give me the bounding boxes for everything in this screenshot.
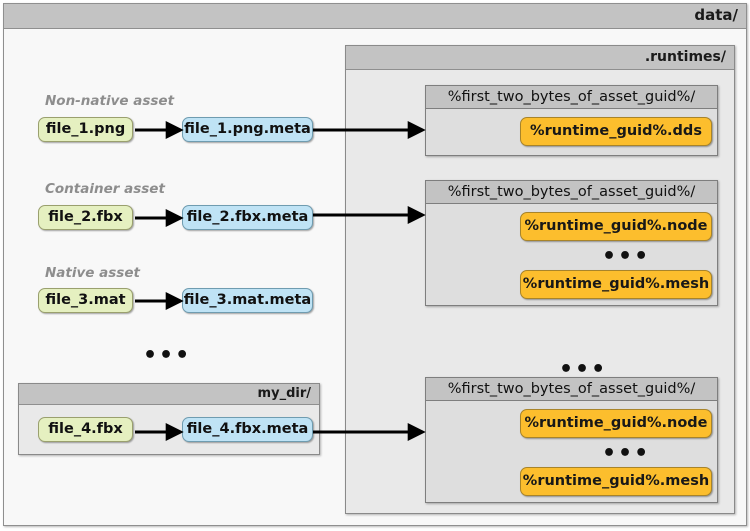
guid-folder-2: %first_two_bytes_of_asset_guid%/ %runtim…: [425, 180, 718, 306]
folder-data-title: data/: [4, 4, 746, 29]
folder-runtimes-title: .runtimes/: [346, 46, 734, 70]
label-native-asset: Native asset: [45, 265, 140, 281]
runtime-file-mesh-1[interactable]: %runtime_guid%.mesh: [520, 270, 712, 299]
folder-my-dir: my_dir/ file_4.fbx file_4.fbx.meta: [18, 383, 320, 455]
label-non-native-asset: Non-native asset: [45, 93, 175, 109]
asset-file-4[interactable]: file_4.fbx: [38, 417, 133, 442]
ellipsis-left-column: •••: [143, 343, 192, 368]
label-container-asset: Container asset: [45, 181, 165, 197]
runtime-file-node-1[interactable]: %runtime_guid%.node: [520, 212, 712, 241]
guid-folder-3-body: %runtime_guid%.node ••• %runtime_guid%.m…: [426, 401, 717, 502]
folder-my-dir-title: my_dir/: [19, 384, 319, 405]
ellipsis-runtimes: •••: [559, 357, 608, 382]
guid-folder-2-title: %first_two_bytes_of_asset_guid%/: [426, 181, 717, 204]
guid-folder-1-body: %runtime_guid%.dds: [426, 109, 717, 155]
guid-folder-1: %first_two_bytes_of_asset_guid%/ %runtim…: [425, 85, 718, 156]
runtime-file-node-2[interactable]: %runtime_guid%.node: [520, 409, 712, 438]
runtime-file-mesh-2[interactable]: %runtime_guid%.mesh: [520, 467, 712, 496]
guid-folder-2-body: %runtime_guid%.node ••• %runtime_guid%.m…: [426, 204, 717, 305]
runtime-file-dds[interactable]: %runtime_guid%.dds: [520, 117, 712, 146]
asset-file-3[interactable]: file_3.mat: [38, 288, 133, 313]
folder-my-dir-body: file_4.fbx file_4.fbx.meta: [19, 405, 319, 454]
meta-file-1[interactable]: file_1.png.meta: [182, 117, 313, 142]
guid-folder-3-title: %first_two_bytes_of_asset_guid%/: [426, 378, 717, 401]
meta-file-2[interactable]: file_2.fbx.meta: [182, 205, 313, 230]
ellipsis-guid-3: •••: [602, 441, 651, 466]
guid-folder-3: %first_two_bytes_of_asset_guid%/ %runtim…: [425, 377, 718, 503]
ellipsis-guid-2: •••: [602, 244, 651, 269]
folder-runtimes-body: %first_two_bytes_of_asset_guid%/ %runtim…: [346, 70, 734, 513]
asset-file-2[interactable]: file_2.fbx: [38, 205, 133, 230]
meta-file-3[interactable]: file_3.mat.meta: [182, 288, 313, 313]
guid-folder-1-title: %first_two_bytes_of_asset_guid%/: [426, 86, 717, 109]
meta-file-4[interactable]: file_4.fbx.meta: [182, 417, 313, 442]
folder-runtimes: .runtimes/ %first_two_bytes_of_asset_gui…: [345, 45, 735, 514]
asset-file-1[interactable]: file_1.png: [38, 117, 133, 142]
